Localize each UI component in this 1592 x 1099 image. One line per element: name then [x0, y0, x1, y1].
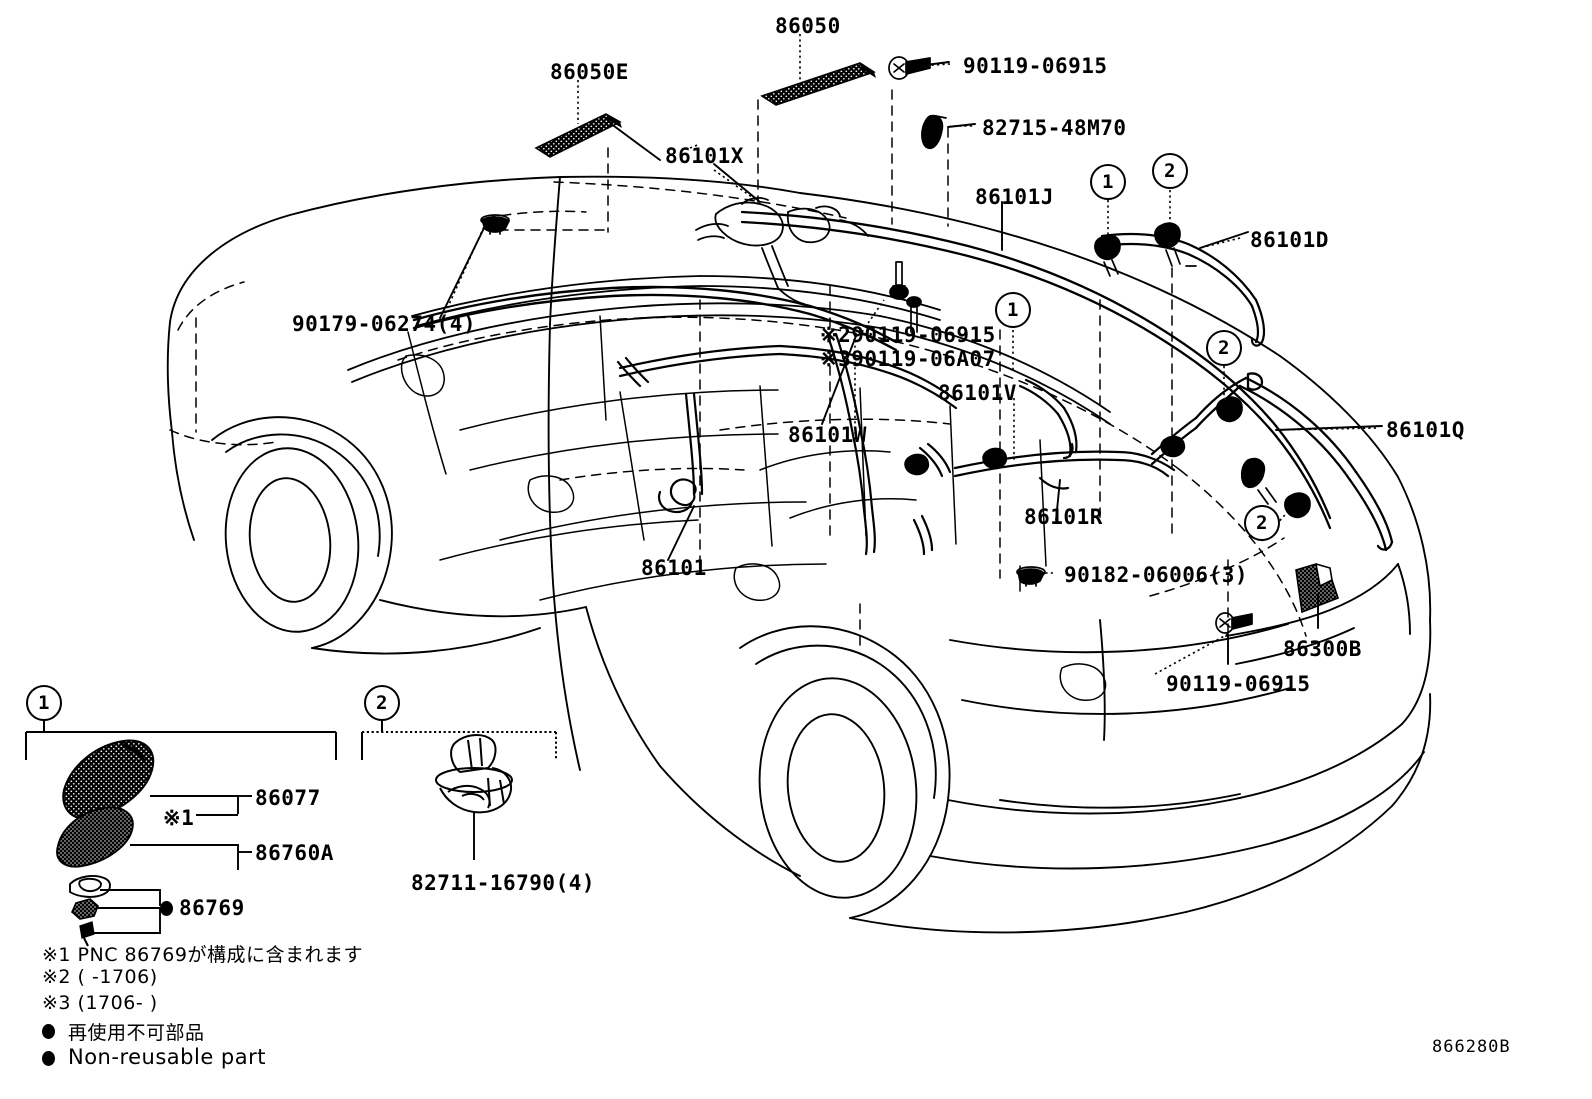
callout-marker-c3[interactable]: 1 — [1007, 299, 1019, 321]
part-gasket — [69, 875, 111, 898]
roof-clips — [904, 222, 1311, 519]
footnote-f2: ※2 ( -1706) — [42, 966, 158, 988]
headliner-panels — [400, 315, 1107, 701]
part-number-label-86101Q[interactable]: 86101Q — [1386, 418, 1465, 442]
clip-82715 — [921, 114, 947, 150]
grommet-90182 — [1016, 566, 1046, 587]
legend-part-label-86769[interactable]: 86769 — [179, 896, 245, 920]
footnote-f1: ※1 PNC 86769が構成に含まれます — [42, 944, 363, 966]
legend-part-label-86077[interactable]: 86077 — [255, 786, 321, 810]
antenna-element-86050E — [534, 113, 622, 158]
part-number-label-86101R[interactable]: 86101R — [1024, 505, 1103, 529]
non-reusable-bullet-icon — [42, 1024, 55, 1039]
harness-86101-drop — [616, 356, 704, 514]
part-number-label-86101D[interactable]: 86101D — [1250, 228, 1329, 252]
footnote-f3: ※3 (1706- ) — [42, 992, 158, 1014]
part-number-label-86300B[interactable]: 86300B — [1283, 637, 1362, 661]
part-number-label-8271548M70[interactable]: 82715-48M70 — [982, 116, 1127, 140]
footnote-f5: Non-reusable part — [68, 1045, 266, 1069]
screw-90119-top — [888, 56, 931, 80]
part-number-label-90182060063[interactable]: 90182-06006(3) — [1064, 563, 1249, 587]
non-reusable-bullet-icon — [160, 901, 173, 916]
part-number-label-9011906915[interactable]: 90119-06915 — [1166, 672, 1311, 696]
connector-cluster-86101X — [695, 197, 869, 305]
antenna-element-86050 — [760, 62, 876, 106]
vehicle-body-outline — [166, 175, 1432, 934]
harness-86101W — [826, 332, 952, 556]
legend-part-label-86760A[interactable]: 86760A — [255, 841, 334, 865]
bracket-86300B — [1295, 562, 1339, 614]
legend-footnote-ref-1: ※1 — [163, 806, 195, 830]
harness-86101D — [1100, 232, 1266, 347]
part-86769-nut — [71, 898, 99, 947]
harness-86101V-R — [953, 378, 1176, 490]
legend-part-label-82711167904[interactable]: 82711-16790(4) — [411, 871, 596, 895]
callout-marker-c5[interactable]: 2 — [1256, 512, 1268, 534]
footnote-f4: 再使用不可部品 — [68, 1022, 205, 1044]
callout-marker-c7[interactable]: 2 — [376, 692, 388, 714]
part-number-label-86101J[interactable]: 86101J — [975, 185, 1054, 209]
part-number-label-86101V[interactable]: 86101V — [938, 381, 1017, 405]
non-reusable-bullet-icon — [42, 1051, 55, 1066]
part-number-label-86050E[interactable]: 86050E — [550, 60, 629, 84]
part-number-label-86101[interactable]: 86101 — [641, 556, 707, 580]
callout-marker-c6[interactable]: 1 — [38, 692, 50, 714]
legend-brackets — [25, 720, 557, 760]
bolt-roof-center — [889, 261, 909, 300]
screw-90119-bottom — [1215, 612, 1253, 634]
callout-marker-c2[interactable]: 2 — [1164, 160, 1176, 182]
part-number-label-86101W[interactable]: 86101W — [788, 423, 867, 447]
callout-markers — [26, 153, 1280, 721]
part-number-label-9011906915[interactable]: 90119-06915 — [963, 54, 1108, 78]
callout-marker-c4[interactable]: 2 — [1218, 337, 1230, 359]
legend-leader-dots — [88, 795, 238, 934]
harness-86101J — [740, 210, 1332, 530]
leader-lines-solid — [439, 61, 1383, 665]
part-number-label-90179062744[interactable]: 90179-06274(4) — [292, 312, 477, 336]
part-82711-clip — [435, 734, 513, 814]
part-number-label-86101X[interactable]: 86101X — [665, 144, 744, 168]
grommet-90179 — [480, 214, 510, 235]
diagram-id: 866280B — [1432, 1037, 1511, 1057]
part-86760A-antenna-base — [56, 806, 134, 868]
screw-note23 — [906, 296, 922, 333]
part-number-label-39011906A07[interactable]: ※390119-06A07 — [820, 347, 996, 371]
part-number-label-29011906915[interactable]: ※290119-06915 — [820, 323, 996, 347]
harness-86101-main — [412, 285, 898, 352]
callout-marker-c1[interactable]: 1 — [1102, 171, 1114, 193]
part-number-label-86050[interactable]: 86050 — [775, 14, 841, 38]
